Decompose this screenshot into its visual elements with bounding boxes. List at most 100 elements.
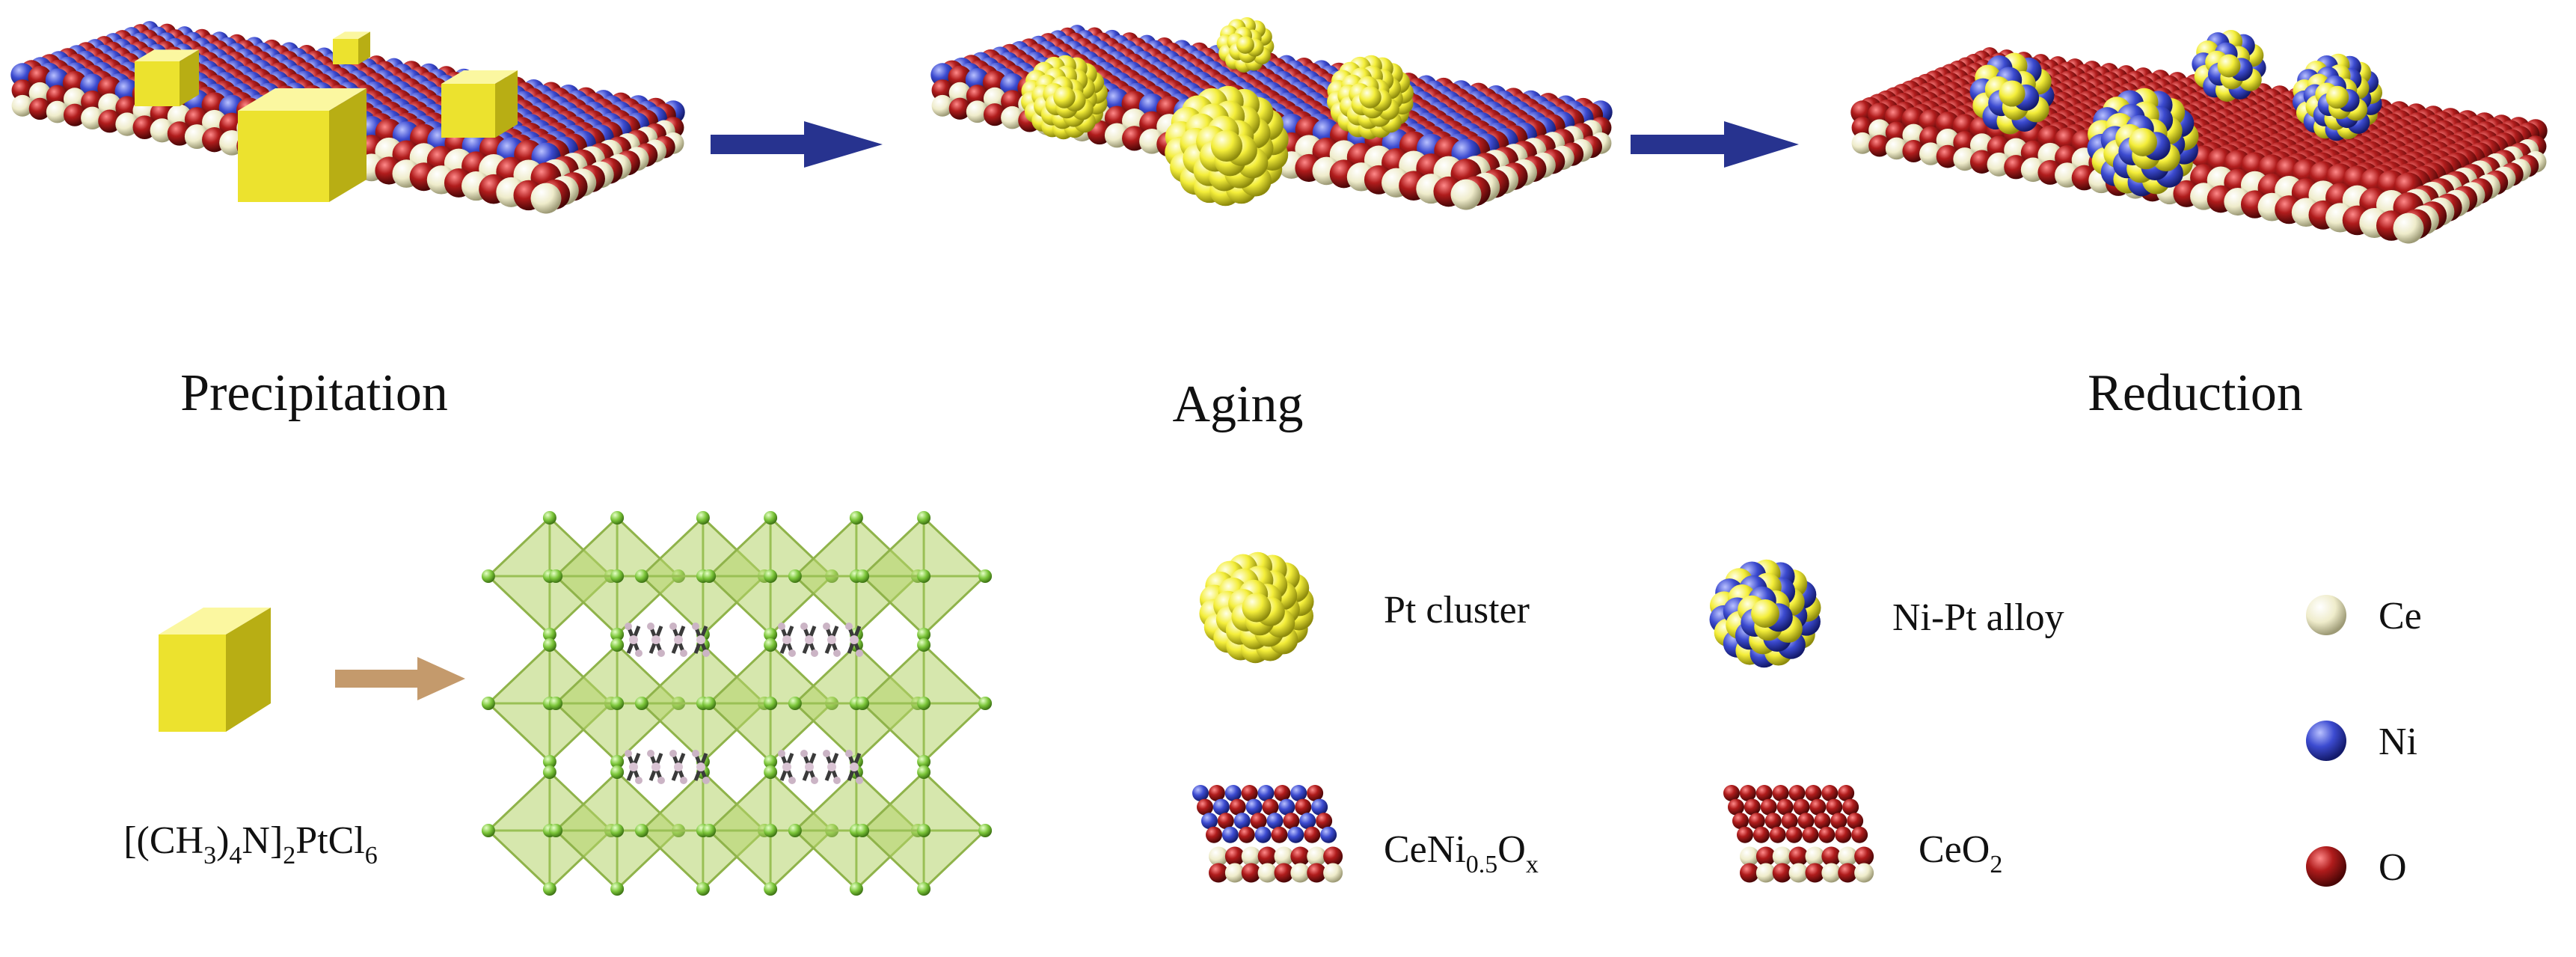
chloride-atom — [978, 569, 992, 583]
ni-atom — [1287, 827, 1304, 843]
o-atom — [1777, 799, 1794, 816]
chloride-atom — [610, 569, 624, 583]
chloride-atom — [635, 697, 648, 710]
o-atom — [1851, 827, 1868, 843]
cation-atom — [696, 635, 705, 644]
chloride-atom — [764, 638, 777, 652]
o-atom-icon — [2306, 846, 2346, 887]
o-atom — [1263, 799, 1279, 816]
ni-atom — [1299, 813, 1316, 829]
o-atom — [1209, 785, 1225, 801]
o-atom — [1316, 813, 1332, 829]
chloride-atom — [764, 882, 777, 896]
pt-atom — [1999, 80, 2025, 106]
o-atom — [1749, 813, 1765, 829]
chloride-atom — [917, 638, 930, 652]
ceo2-slab-icon — [1723, 785, 1874, 883]
yellow-cube-icon — [159, 608, 271, 732]
arrow-precursor-to-structure — [335, 657, 465, 700]
o-atom — [1803, 827, 1819, 843]
chloride-atom — [702, 824, 716, 837]
chloride-atom — [764, 511, 777, 525]
ni-atom — [1311, 799, 1328, 816]
legend-label-ceni: CeNi0.5Ox — [1384, 828, 1539, 878]
chloride-atom — [702, 569, 716, 583]
chloride-atom — [978, 697, 992, 710]
o-atom — [1737, 827, 1753, 843]
o-atom — [1753, 827, 1770, 843]
chloride-atom — [917, 882, 930, 896]
cation-atom — [651, 635, 660, 644]
chloride-atom — [978, 824, 992, 837]
o-atom — [1242, 785, 1258, 801]
o-atom — [1239, 827, 1255, 843]
chloride-atom — [856, 824, 869, 837]
chloride-atom — [764, 697, 777, 710]
o-atom — [1835, 827, 1851, 843]
chloride-atom — [610, 824, 624, 837]
pt-atom — [1236, 36, 1254, 54]
chloride-atom — [549, 569, 562, 583]
o-atom — [1295, 799, 1311, 816]
ni-pt-alloy-icon — [1710, 560, 1821, 668]
chloride-atom — [610, 765, 624, 779]
cation-atom — [696, 762, 705, 771]
ni-atom-icon — [2306, 721, 2346, 761]
o-atom — [1304, 827, 1320, 843]
ni-atom — [1290, 785, 1307, 801]
o-atom — [1782, 813, 1798, 829]
chloride-atom — [610, 511, 624, 525]
o-atom — [1842, 799, 1859, 816]
o-atom — [1272, 827, 1288, 843]
legend-label-ce: Ce — [2379, 595, 2422, 638]
pt-atom — [1053, 86, 1075, 108]
cation-atom — [850, 635, 859, 644]
chloride-atom — [917, 765, 930, 779]
ce-atom — [531, 183, 562, 214]
o-atom — [1197, 799, 1213, 816]
precursor-formula: [(CH3)4N]2PtCl6 — [123, 819, 378, 869]
cation-atom — [827, 635, 836, 644]
chloride-atom — [549, 697, 562, 710]
o-atom — [1274, 785, 1290, 801]
cation-atom — [651, 762, 660, 771]
ce-atom — [2393, 213, 2424, 244]
cation-atom — [827, 762, 836, 771]
ce-atom — [1323, 863, 1343, 883]
chloride-atom — [788, 824, 802, 837]
o-atom — [1821, 785, 1838, 801]
o-atom — [1230, 799, 1246, 816]
o-atom — [1756, 785, 1773, 801]
chloride-atom — [764, 569, 777, 583]
pt-atom — [1242, 593, 1272, 623]
o-atom — [1761, 799, 1777, 816]
o-atom — [1814, 813, 1830, 829]
ni-atom — [1246, 799, 1263, 816]
o-atom — [1798, 813, 1815, 829]
pt-atom — [2218, 55, 2241, 78]
ni-atom — [1222, 827, 1239, 843]
chloride-atom — [696, 511, 710, 525]
o-atom — [1206, 827, 1222, 843]
cation-atom — [629, 635, 638, 644]
cation-atom — [805, 762, 814, 771]
legend-label-ni-pt-alloy: Ni-Pt alloy — [1892, 596, 2064, 639]
cation-atom — [674, 762, 683, 771]
arrow-precipitation-to-aging — [711, 121, 883, 168]
ni-atom — [1255, 827, 1272, 843]
o-atom — [1732, 813, 1749, 829]
chloride-atom — [543, 511, 556, 525]
o-atom — [1773, 785, 1789, 801]
chloride-atom — [764, 765, 777, 779]
chloride-atom — [543, 638, 556, 652]
chloride-atom — [635, 824, 648, 837]
pt-atom — [1751, 599, 1779, 628]
chloride-atom — [764, 824, 777, 837]
ni-atom — [1320, 827, 1337, 843]
cation-atom — [782, 635, 791, 644]
chloride-atom — [549, 824, 562, 837]
ni-atom — [1225, 785, 1242, 801]
legend-label-o: O — [2379, 846, 2407, 889]
ni-atom — [1258, 785, 1275, 801]
ni-atom — [1234, 813, 1251, 829]
